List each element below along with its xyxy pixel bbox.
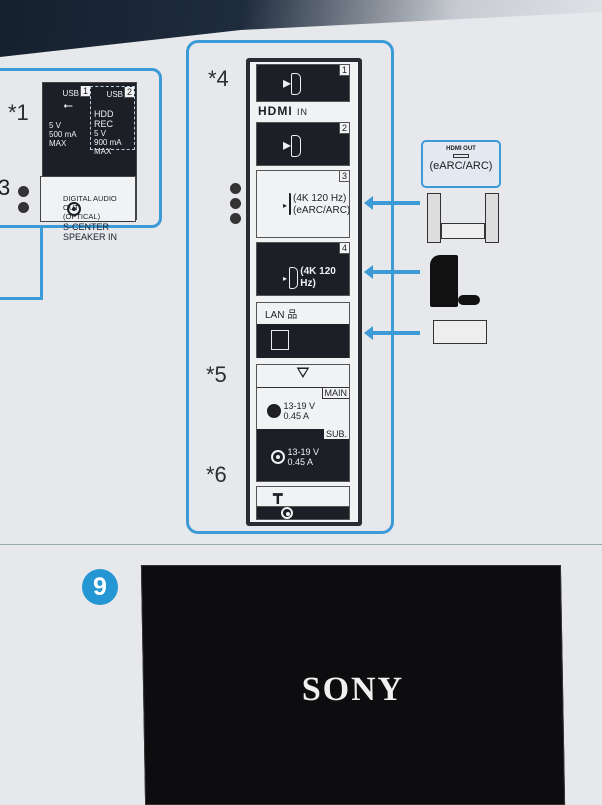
usb-2-number: 2 bbox=[123, 87, 134, 98]
usb-port-1[interactable]: USB 1 ⭠ 5 V 500 mA MAX bbox=[46, 86, 90, 150]
usb-1-label: USB bbox=[62, 89, 79, 98]
network-icon: 品 bbox=[287, 310, 298, 321]
hdmi-4-spec: (4K 120 Hz) bbox=[300, 266, 336, 289]
antenna-jack[interactable] bbox=[256, 506, 350, 520]
section-divider bbox=[0, 544, 602, 545]
antenna-port[interactable]: ┳ bbox=[256, 486, 350, 506]
audio-line-2: (OPTICAL) bbox=[63, 212, 132, 222]
callout-title: HDMI OUT bbox=[446, 146, 476, 152]
audio-line-3: S-CENTER bbox=[63, 222, 110, 232]
hdmi-3-earc: (eARC/ARC) bbox=[293, 205, 351, 216]
sat-main-current: 0.45 A bbox=[283, 411, 310, 421]
hdmi-connector-icon bbox=[291, 73, 302, 95]
indicator-dot bbox=[230, 183, 241, 194]
hdmi-connector-icon bbox=[291, 135, 302, 157]
antenna-icon: ┳ bbox=[273, 487, 283, 504]
coax-jack-icon bbox=[281, 507, 293, 519]
usb-icon: ⭠ bbox=[63, 98, 73, 112]
usb-1-current: 500 mA MAX bbox=[49, 130, 77, 148]
arrow-to-lan bbox=[364, 326, 420, 340]
side-marker: 3 bbox=[0, 175, 11, 200]
footnote-marker-1: *1 bbox=[8, 100, 29, 125]
satellite-dish-icon: ⛛ bbox=[296, 365, 310, 382]
hdmi-port-3[interactable]: 3▸(4K 120 Hz)(eARC/ARC) bbox=[256, 170, 350, 238]
ethernet-jack-icon bbox=[271, 330, 289, 350]
lan-jack bbox=[257, 324, 349, 358]
port-number: 1 bbox=[338, 65, 349, 76]
lan-port[interactable]: LAN 品 bbox=[256, 302, 350, 358]
usb-port-panel: USB 1 ⭠ 5 V 500 mA MAX USB 2 HDD REC 5 V… bbox=[40, 82, 137, 242]
sat-main-label: MAIN bbox=[321, 388, 349, 399]
footnote-marker-6: *6 bbox=[206, 462, 227, 487]
coax-jack-icon bbox=[271, 450, 285, 464]
tv-screen: SONY bbox=[140, 565, 566, 805]
usb-1-number: 1 bbox=[79, 86, 90, 97]
coax-jack-icon bbox=[267, 404, 281, 418]
port-number: 2 bbox=[338, 123, 349, 134]
callout-text: (eARC/ARC) bbox=[429, 160, 493, 172]
arrow-to-hdmi-3 bbox=[364, 196, 420, 210]
usb-2-title: HDD REC bbox=[94, 109, 114, 129]
controller-icon bbox=[458, 295, 480, 305]
hdmi-connector-icon bbox=[289, 193, 292, 215]
sat-sub-current: 0.45 A bbox=[287, 457, 314, 467]
optical-jack-icon bbox=[67, 202, 81, 216]
game-console-icon bbox=[430, 255, 458, 307]
left-connector-panel bbox=[0, 68, 162, 228]
step-number-badge: 9 bbox=[82, 569, 118, 605]
port-number: 3 bbox=[338, 171, 349, 182]
audio-line-4: SPEAKER IN bbox=[63, 232, 118, 242]
lan-label: LAN bbox=[265, 310, 285, 321]
indicator-dot bbox=[230, 198, 241, 209]
hdmi-out-callout: HDMI OUT (eARC/ARC) bbox=[421, 140, 501, 188]
usb-2-power: 5 V bbox=[94, 129, 107, 138]
port-column: 1▸ HDMI IN 2▸ 3▸(4K 120 Hz)(eARC/ARC) 4▸… bbox=[246, 58, 362, 526]
indicator-dot bbox=[18, 186, 29, 197]
brand-logo: SONY bbox=[301, 671, 405, 708]
sat-sub-label: SUB. bbox=[323, 429, 349, 439]
footnote-marker-4: *4 bbox=[208, 66, 229, 91]
hdmi-port-2[interactable]: 2▸ bbox=[256, 122, 350, 166]
sat-main-voltage: 13-19 V bbox=[283, 401, 316, 411]
hdmi-port-4[interactable]: 4▸(4K 120 Hz) bbox=[256, 242, 350, 296]
footnote-marker-5: *5 bbox=[206, 362, 227, 387]
lan-label-row: LAN 品 bbox=[257, 303, 349, 324]
hdmi-port-1[interactable]: 1▸ bbox=[256, 64, 350, 102]
hdmi-3-spec: (4K 120 Hz) bbox=[293, 193, 347, 204]
usb-2-label: USB bbox=[106, 90, 123, 99]
usb-2-current: 900 mA MAX bbox=[94, 138, 122, 156]
hdmi-in-label: HDMI IN bbox=[258, 104, 308, 118]
arrow-to-hdmi-4 bbox=[364, 265, 420, 279]
indicator-dot bbox=[18, 202, 29, 213]
port-number: 4 bbox=[338, 243, 349, 254]
hdmi-in-suffix: IN bbox=[297, 107, 309, 117]
indicator-dot bbox=[230, 213, 241, 224]
hdmi-connector-icon bbox=[289, 267, 299, 289]
sound-system-icon bbox=[427, 193, 503, 243]
digital-audio-port[interactable]: DIGITAL AUDIO OUT (OPTICAL) S-CENTER SPE… bbox=[40, 176, 136, 242]
usb-1-power: 5 V bbox=[49, 121, 62, 130]
network-switch-icon bbox=[433, 320, 487, 344]
main-connector-panel bbox=[186, 40, 394, 534]
usb-port-2[interactable]: USB 2 HDD REC 5 V 900 mA MAX bbox=[90, 86, 135, 156]
hdmi-port-icon bbox=[453, 154, 469, 158]
sat-sub-voltage: 13-19 V bbox=[287, 447, 320, 457]
hdmi-logo: HDMI bbox=[258, 104, 293, 118]
connector-line bbox=[0, 228, 43, 300]
